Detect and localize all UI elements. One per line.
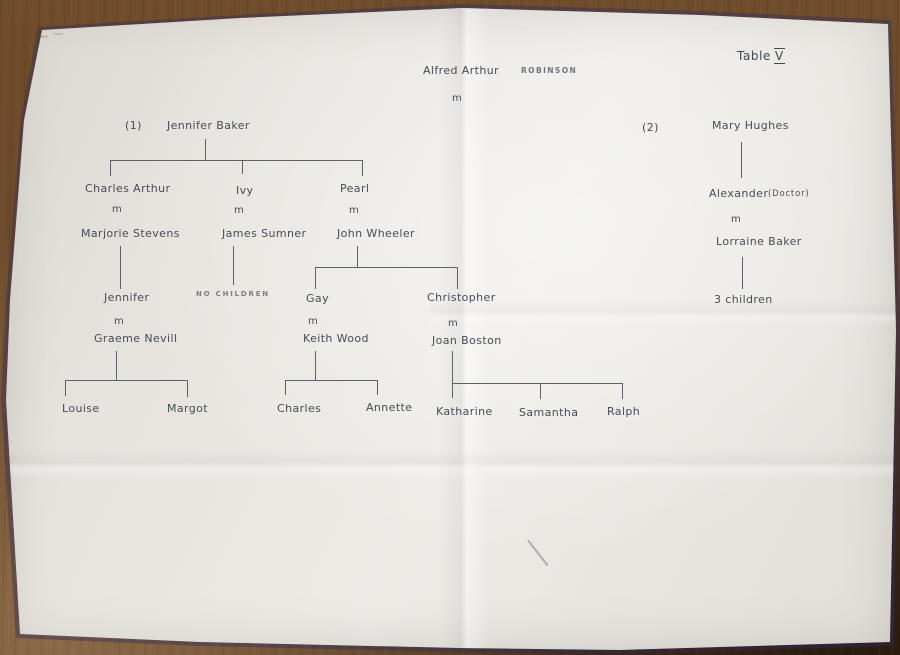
person-gay: Gay [306,292,329,305]
person-alfred-arthur-surname: ROBINSON [521,66,578,75]
marriage-symbol-ivy: m [234,205,244,216]
person-samantha: Samantha [519,406,579,419]
person-christopher: Christopher [427,291,496,304]
person-jennifer: Jennifer [104,291,150,304]
note-3-children: 3 children [714,293,773,306]
horizontal-crease [6,450,896,480]
marriage-1-order-label: (1) [125,119,142,132]
marriage-2-order-label: (2) [642,121,659,134]
connector-stem [742,257,744,289]
connector-stem [205,139,207,160]
person-ivy: Ivy [236,184,254,197]
person-lorraine-baker: Lorraine Baker [716,235,802,248]
person-jennifer-baker: Jennifer Baker [167,119,250,132]
horizontal-crease [430,300,896,326]
person-ralph: Ralph [607,405,641,418]
marriage-symbol-pearl: m [349,205,359,216]
marriage-symbol-christopher: m [448,318,458,329]
connector-drop [65,380,67,396]
connector-stem [357,246,359,267]
connector-bar [285,380,377,382]
connector-drop [315,267,317,289]
connector-bar [110,160,362,162]
connector-drop [540,383,542,399]
pencil-smudge [26,43,33,49]
connector-drop [362,160,364,176]
person-annette: Annette [366,401,413,414]
connector-drop [110,160,112,176]
connector-stem [741,142,743,178]
connector-drop [285,380,287,395]
marriage-symbol-jennifer: m [114,316,124,327]
person-katharine: Katharine [436,405,493,418]
connector-bar [315,267,457,269]
person-charles: Charles [277,402,322,415]
connector-drop [377,380,379,395]
connector-drop [457,267,459,289]
person-alexander: Alexander [709,187,769,200]
center-fold-crease [438,8,490,650]
person-joan-boston: Joan Boston [432,334,502,347]
connector-stem [315,351,317,380]
marriage-symbol-gay: m [308,316,318,327]
marriage-symbol-charles-arthur: m [112,204,122,215]
connector-stem [120,246,122,289]
connector-stem [233,246,235,285]
person-alexander-qualifier: (Doctor) [768,189,810,199]
connector-drop [242,160,244,174]
person-charles-arthur: Charles Arthur [85,182,171,195]
connector-drop [187,380,189,397]
person-keith-wood: Keith Wood [303,332,369,345]
pencil-smudge [52,32,64,36]
connector-stem [452,351,454,398]
pencil-smudge [26,43,33,49]
person-graeme-nevill: Graeme Nevill [94,332,178,345]
connector-drop [622,383,624,399]
table-title-roman-numeral: V [774,48,785,64]
person-james-sumner: James Sumner [222,227,307,240]
person-louise: Louise [62,402,100,415]
marriage-symbol-alexander: m [731,214,741,225]
connector-bar [65,380,187,382]
table-title-prefix: Table [737,49,772,63]
person-mary-hughes: Mary Hughes [712,119,789,132]
note-no-children: NO CHILDREN [196,290,270,298]
marriage-symbol-patriarch: m [452,93,462,104]
person-john-wheeler: John Wheeler [337,227,415,240]
person-marjorie-stevens: Marjorie Stevens [81,227,180,240]
connector-bar [452,383,622,385]
connector-stem [116,351,118,380]
person-alfred-arthur: Alfred Arthur [423,64,500,77]
crease-mark [527,539,549,566]
person-pearl: Pearl [340,182,370,195]
person-margot: Margot [167,402,208,415]
